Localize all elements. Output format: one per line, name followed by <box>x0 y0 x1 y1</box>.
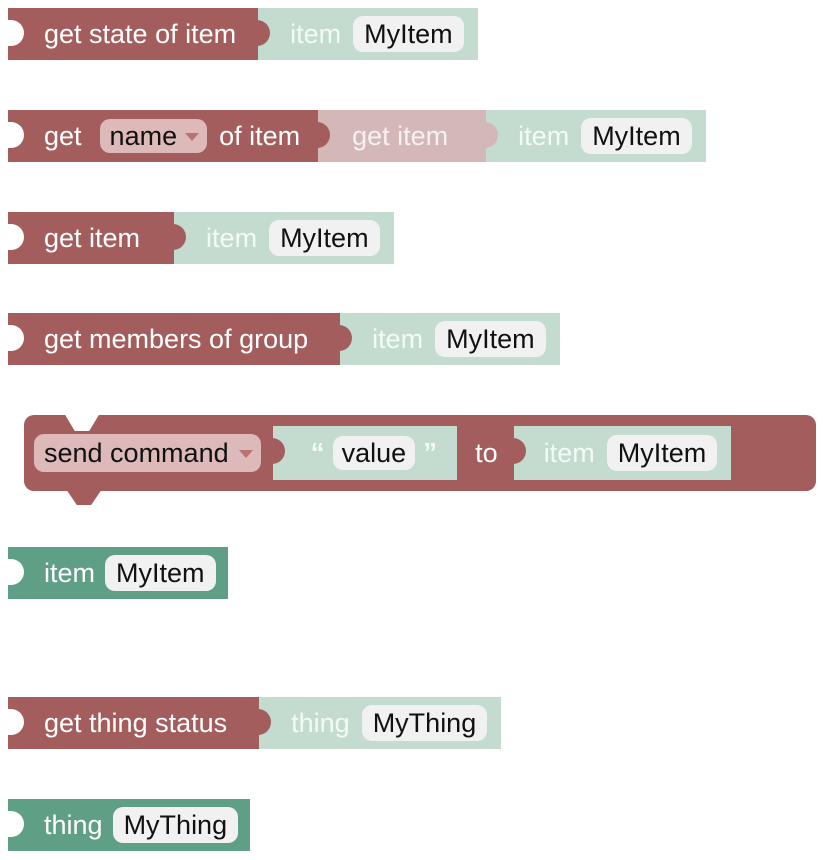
close-quote-icon: ” <box>423 437 438 468</box>
item-input-block[interactable]: item MyItem <box>512 426 732 480</box>
send-command-block[interactable]: send command “ value ” to item MyItem <box>24 413 816 505</box>
input-socket <box>271 438 285 464</box>
item-name-field[interactable]: MyItem <box>353 16 464 52</box>
item-label: item <box>372 323 424 354</box>
block-left-notch <box>8 325 24 351</box>
get-item-row: get item item MyItem <box>8 212 394 264</box>
get-members-label: get members of group <box>44 323 309 354</box>
input-socket <box>317 122 331 148</box>
get-members-row: get members of group item MyItem <box>8 313 560 365</box>
item-label: item <box>290 18 342 49</box>
block-left-notch <box>8 811 24 837</box>
item-block[interactable]: item MyItem <box>8 547 228 599</box>
attribute-dropdown-value: name <box>109 120 178 151</box>
block-left-notch <box>8 122 24 148</box>
text-value-field[interactable]: value <box>332 436 416 470</box>
get-attribute-of-item-block[interactable]: get name of item <box>8 110 323 162</box>
input-socket <box>512 438 526 464</box>
item-row: item MyItem <box>8 547 228 599</box>
to-label: to <box>475 437 498 468</box>
get-item-input-block[interactable]: get item <box>317 110 487 162</box>
statement-top-notch <box>64 413 100 431</box>
input-socket <box>485 122 499 148</box>
input-socket <box>257 20 271 46</box>
block-left-notch <box>8 224 24 250</box>
item-input-block[interactable]: item MyItem <box>485 110 706 162</box>
get-thing-status-block[interactable]: get thing status <box>8 697 264 749</box>
statement-bottom-notch <box>66 489 102 505</box>
of-item-label: of item <box>219 120 301 151</box>
thing-label: thing <box>44 809 103 840</box>
command-dropdown-value: send command <box>44 437 229 468</box>
text-value-block[interactable]: “ value ” <box>271 426 458 480</box>
item-input-block[interactable]: item MyItem <box>339 313 560 365</box>
get-item-block[interactable]: get item <box>8 212 179 264</box>
block-left-notch <box>8 20 24 46</box>
get-members-of-group-block[interactable]: get members of group <box>8 313 345 365</box>
thing-block[interactable]: thing MyThing <box>8 799 251 851</box>
attribute-dropdown[interactable]: name <box>99 119 208 153</box>
thing-name-field[interactable]: MyThing <box>112 807 239 843</box>
thing-name-field[interactable]: MyThing <box>361 705 488 741</box>
get-state-of-item-label: get state of item <box>44 18 237 49</box>
input-socket <box>339 325 353 351</box>
chevron-down-icon <box>185 133 200 141</box>
get-name-of-item-row: get name of item get item item MyItem <box>8 110 706 162</box>
item-label: item <box>518 120 570 151</box>
block-left-notch <box>8 709 24 735</box>
command-dropdown[interactable]: send command <box>34 434 261 472</box>
thing-input-block[interactable]: thing MyThing <box>258 697 502 749</box>
get-item-label: get item <box>44 222 141 253</box>
item-input-block[interactable]: item MyItem <box>257 8 478 60</box>
get-label: get <box>44 120 82 151</box>
chevron-down-icon <box>238 450 253 458</box>
get-thing-status-row: get thing status thing MyThing <box>8 697 502 749</box>
get-state-of-item-row: get state of item item MyItem <box>8 8 478 60</box>
thing-row: thing MyThing <box>8 799 251 851</box>
get-item-label: get item <box>352 120 449 151</box>
get-thing-status-label: get thing status <box>44 707 228 738</box>
item-label: item <box>543 437 595 468</box>
item-input-block[interactable]: item MyItem <box>173 212 394 264</box>
open-quote-icon: “ <box>310 437 325 468</box>
item-name-field[interactable]: MyItem <box>581 118 692 154</box>
item-name-field[interactable]: MyItem <box>606 435 718 471</box>
item-label: item <box>44 557 96 588</box>
thing-label: thing <box>291 707 350 738</box>
item-name-field[interactable]: MyItem <box>105 555 216 591</box>
input-socket <box>258 709 272 735</box>
item-name-field[interactable]: MyItem <box>269 220 380 256</box>
get-state-of-item-block[interactable]: get state of item <box>8 8 263 60</box>
input-socket <box>173 224 187 250</box>
item-name-field[interactable]: MyItem <box>435 321 546 357</box>
item-label: item <box>206 222 258 253</box>
block-left-notch <box>8 559 24 585</box>
